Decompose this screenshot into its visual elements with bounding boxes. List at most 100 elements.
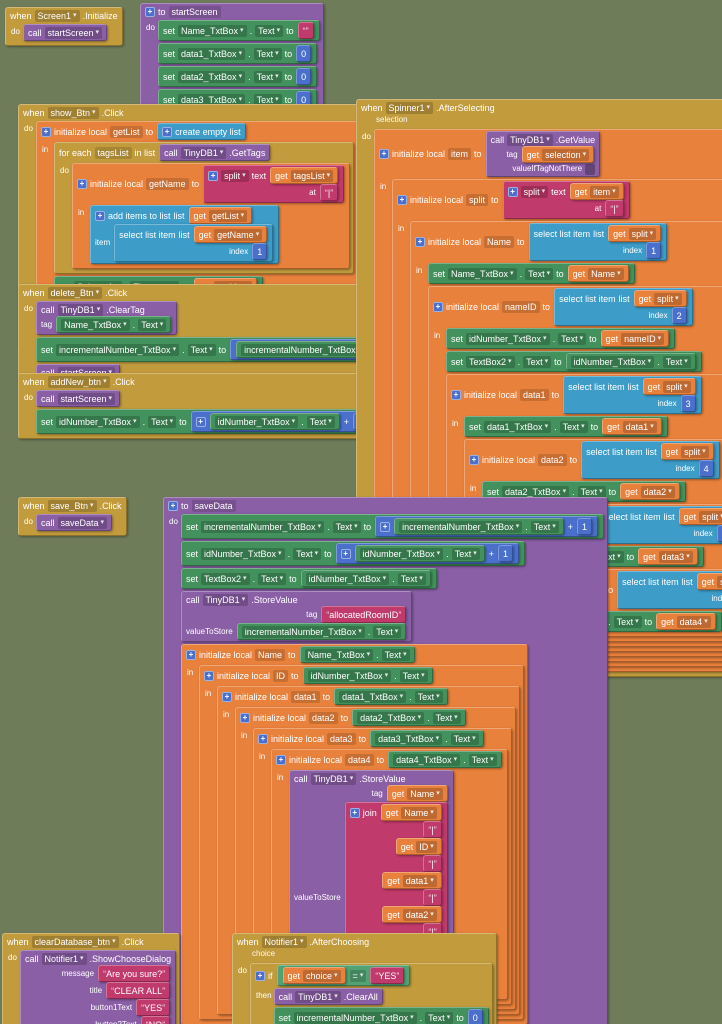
name-txtbox-x-block[interactable]: Name_TxtBox▾.Text▾ xyxy=(56,316,172,333)
split-dropdown[interactable]: split▾ xyxy=(654,292,682,305)
text-dropdown[interactable]: Text▾ xyxy=(138,318,167,331)
startscreen-field[interactable]: startScreen xyxy=(168,5,221,18)
idnumber-txtbox-x-block[interactable]: idNumber_TxtBox▾.Text▾ xyxy=(565,353,696,370)
number-block[interactable]: 2 xyxy=(671,307,687,324)
name-txtbox-dropdown[interactable]: Name_TxtBox▾ xyxy=(61,318,130,331)
string-literal[interactable]: “YES” xyxy=(141,1002,165,1014)
incrementalnumber-txtbox-dropdown[interactable]: incrementalNumber_TxtBox▾ xyxy=(56,343,180,356)
textbox2-dropdown[interactable]: TextBox2▾ xyxy=(466,355,515,368)
mutator-plus-icon[interactable]: + xyxy=(77,179,87,189)
idnumber-txtbox-dropdown[interactable]: idNumber_TxtBox▾ xyxy=(201,547,285,560)
split-dropdown[interactable]: split▾ xyxy=(628,227,657,240)
text-dropdown[interactable]: Text▾ xyxy=(613,615,642,628)
mutator-plus-icon[interactable]: + xyxy=(95,210,105,221)
text-string-block[interactable]: “|” xyxy=(423,889,442,906)
data3-txtbox-dropdown[interactable]: data3_TxtBox▾ xyxy=(178,93,246,106)
data1-txtbox-dropdown[interactable]: data1_TxtBox▾ xyxy=(178,47,246,60)
id-dropdown[interactable]: ID▾ xyxy=(416,840,437,853)
data2-txtbox-dropdown[interactable]: data2_TxtBox▾ xyxy=(178,70,246,83)
text-dropdown[interactable]: Text▾ xyxy=(255,24,284,37)
text-string-block[interactable]: “CLEAR ALL” xyxy=(106,982,171,999)
item-dropdown[interactable]: item▾ xyxy=(590,185,619,198)
text-dropdown[interactable]: Text▾ xyxy=(525,267,554,280)
incrementalnumber-txtbox-x-block[interactable]: incrementalNumber_TxtBox▾.Text▾ xyxy=(236,623,407,640)
text-dropdown[interactable]: Text▾ xyxy=(397,572,426,585)
startscreen-dropdown[interactable]: startScreen▾ xyxy=(57,392,116,405)
mutator-plus-icon[interactable]: + xyxy=(255,970,265,981)
text-dropdown[interactable]: Text▾ xyxy=(559,420,588,433)
text-dropdown[interactable]: Text▾ xyxy=(432,711,461,724)
tinydb1-dropdown[interactable]: TinyDB1▾ xyxy=(180,146,227,159)
mutator-plus-icon[interactable]: + xyxy=(204,670,214,681)
text-dropdown[interactable]: Text▾ xyxy=(381,648,410,661)
textbox2-dropdown[interactable]: TextBox2▾ xyxy=(201,572,250,585)
data2-dropdown[interactable]: data2▾ xyxy=(402,908,437,921)
notifier1-dropdown[interactable]: Notifier1▾ xyxy=(41,952,87,965)
text-dropdown[interactable]: Text▾ xyxy=(662,355,691,368)
number-block[interactable]: 1 xyxy=(577,518,593,535)
mutator-plus-icon[interactable]: + xyxy=(379,149,389,159)
string-literal[interactable]: “|” xyxy=(428,824,436,836)
idnumber-txtbox-x-block[interactable]: idNumber_TxtBox▾.Text▾ xyxy=(300,570,431,587)
string-literal[interactable]: “|” xyxy=(428,858,436,870)
data3-txtbox-dropdown[interactable]: data3_TxtBox▾ xyxy=(375,732,443,745)
getname-dropdown[interactable]: getName▾ xyxy=(214,228,263,241)
incrementalnumber-txtbox-dropdown[interactable]: incrementalNumber_TxtBox▾ xyxy=(241,343,365,356)
getname-field[interactable]: getName xyxy=(146,178,189,190)
number-block[interactable]: 3 xyxy=(680,395,696,412)
idnumber-txtbox-dropdown[interactable]: idNumber_TxtBox▾ xyxy=(466,332,550,345)
getlist-dropdown[interactable]: getList▾ xyxy=(209,209,248,222)
string-literal[interactable]: “YES” xyxy=(375,970,399,982)
name-dropdown[interactable]: Name▾ xyxy=(407,787,443,800)
number-block[interactable]: 0 xyxy=(467,1009,483,1024)
data2-txtbox-dropdown[interactable]: data2_TxtBox▾ xyxy=(502,485,570,498)
number-block[interactable]: 1 xyxy=(497,545,513,562)
data1-txtbox-dropdown[interactable]: data1_TxtBox▾ xyxy=(484,420,552,433)
text-dropdown[interactable]: Text▾ xyxy=(577,485,606,498)
x-dropdown[interactable]: =▾ xyxy=(349,969,367,982)
text-dropdown[interactable]: Text▾ xyxy=(523,355,552,368)
text-string-block[interactable]: “allocatedRoomID” xyxy=(321,606,407,623)
mutator-plus-icon[interactable]: + xyxy=(415,237,425,247)
tinydb1-dropdown[interactable]: TinyDB1▾ xyxy=(202,593,249,606)
mutator-plus-icon[interactable]: + xyxy=(186,649,196,660)
mutator-plus-icon[interactable]: + xyxy=(340,548,351,559)
text-dropdown[interactable]: Text▾ xyxy=(253,93,282,106)
text-dropdown[interactable]: Text▾ xyxy=(332,520,361,533)
data3-dropdown[interactable]: data3▾ xyxy=(658,550,693,563)
idnumber-txtbox-dropdown[interactable]: idNumber_TxtBox▾ xyxy=(214,415,299,428)
text-string-block[interactable]: “YES” xyxy=(136,999,171,1016)
data2-field[interactable]: data2 xyxy=(309,711,338,724)
idnumber-txtbox-x-block[interactable]: idNumber_TxtBox▾.Text▾ xyxy=(209,413,340,430)
text-dropdown[interactable]: Text▾ xyxy=(373,625,402,638)
mutator-plus-icon[interactable]: + xyxy=(397,195,407,205)
mutator-plus-icon[interactable]: + xyxy=(469,455,479,465)
